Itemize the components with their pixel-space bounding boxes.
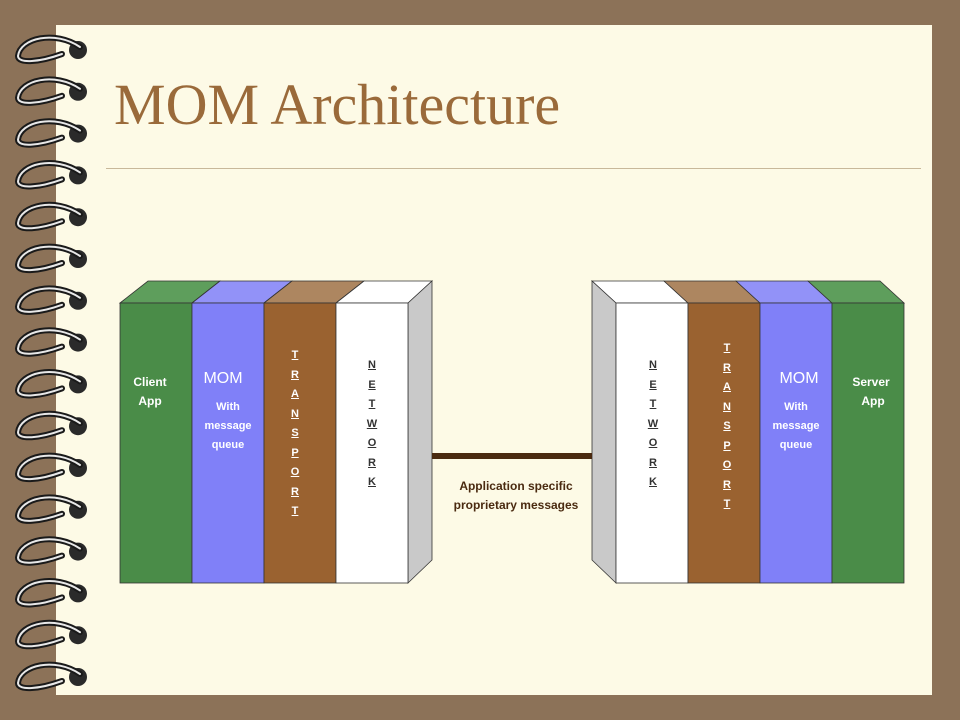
left-mom-title: MOM <box>203 370 242 387</box>
right-mom-line3: queue <box>780 439 812 451</box>
spiral-binding <box>14 34 87 691</box>
wire-highlight <box>16 538 81 564</box>
wire-highlight <box>16 580 81 606</box>
spiral-ring <box>14 661 87 691</box>
spiral-ring <box>14 243 87 273</box>
left-mom-column <box>191 302 265 584</box>
title-divider <box>106 168 921 169</box>
left-app-label-line2: App <box>138 394 161 408</box>
link-label-line1: Application specific <box>459 479 573 493</box>
wire-highlight <box>16 78 81 104</box>
spiral-ring <box>14 118 87 148</box>
right-network-letters: N E T W O R K <box>647 359 659 488</box>
right-transport-column <box>687 302 761 584</box>
wire-highlight <box>16 454 81 480</box>
spiral-ring <box>14 452 87 482</box>
wire-highlight <box>16 245 81 271</box>
right-mom-title: MOM <box>779 370 818 387</box>
right-mom-line2: message <box>772 420 819 432</box>
spiral-ring <box>14 201 87 232</box>
left-app-column <box>119 302 193 584</box>
right-mom-line1: With <box>784 401 808 413</box>
wire-highlight <box>16 162 81 188</box>
spiral-ring <box>14 369 87 399</box>
spiral-ring <box>14 76 87 106</box>
right-app-label-line2: App <box>861 394 884 408</box>
right-app-label-line1: Server <box>852 375 890 389</box>
spiral-ring <box>14 578 87 608</box>
spiral-ring <box>14 619 87 650</box>
right-transport-letters: T R A N S P O R T <box>722 342 732 510</box>
wire-highlight <box>16 203 81 230</box>
wire-highlight <box>16 371 81 397</box>
spiral-ring <box>14 34 87 64</box>
wire-highlight <box>16 496 81 522</box>
spiral-ring <box>14 285 87 315</box>
wire-highlight <box>16 120 81 146</box>
spiral-ring <box>14 536 87 566</box>
wire-highlight <box>16 412 81 439</box>
left-network-letters: N E T W O R K <box>366 359 378 488</box>
wire-highlight <box>16 663 81 689</box>
spiral-ring <box>14 160 87 190</box>
right-network-column <box>615 302 689 584</box>
left-stack <box>118 280 434 584</box>
link-label-line2: proprietary messages <box>454 498 579 512</box>
left-mom-line1: With <box>216 401 240 413</box>
left-network-column <box>335 302 409 584</box>
left-transport-letters: T R A N S P O R T <box>290 349 300 517</box>
right-mom-column <box>759 302 833 584</box>
spiral-ring <box>14 494 87 524</box>
wire-highlight <box>16 36 81 62</box>
left-network-column-side <box>407 280 433 584</box>
spiral-ring <box>14 410 87 441</box>
spiral-ring <box>14 327 87 357</box>
wire-highlight <box>16 287 81 313</box>
right-app-column <box>831 302 905 584</box>
left-app-label-line1: Client <box>133 375 166 389</box>
left-mom-line3: queue <box>212 439 244 451</box>
right-network-column-side <box>591 280 617 584</box>
wire-highlight <box>16 621 81 648</box>
left-mom-line2: message <box>204 420 251 432</box>
message-link-bar <box>432 453 592 459</box>
right-stack <box>590 280 906 584</box>
slide-title: MOM Architecture <box>114 72 561 137</box>
wire-highlight <box>16 329 81 355</box>
